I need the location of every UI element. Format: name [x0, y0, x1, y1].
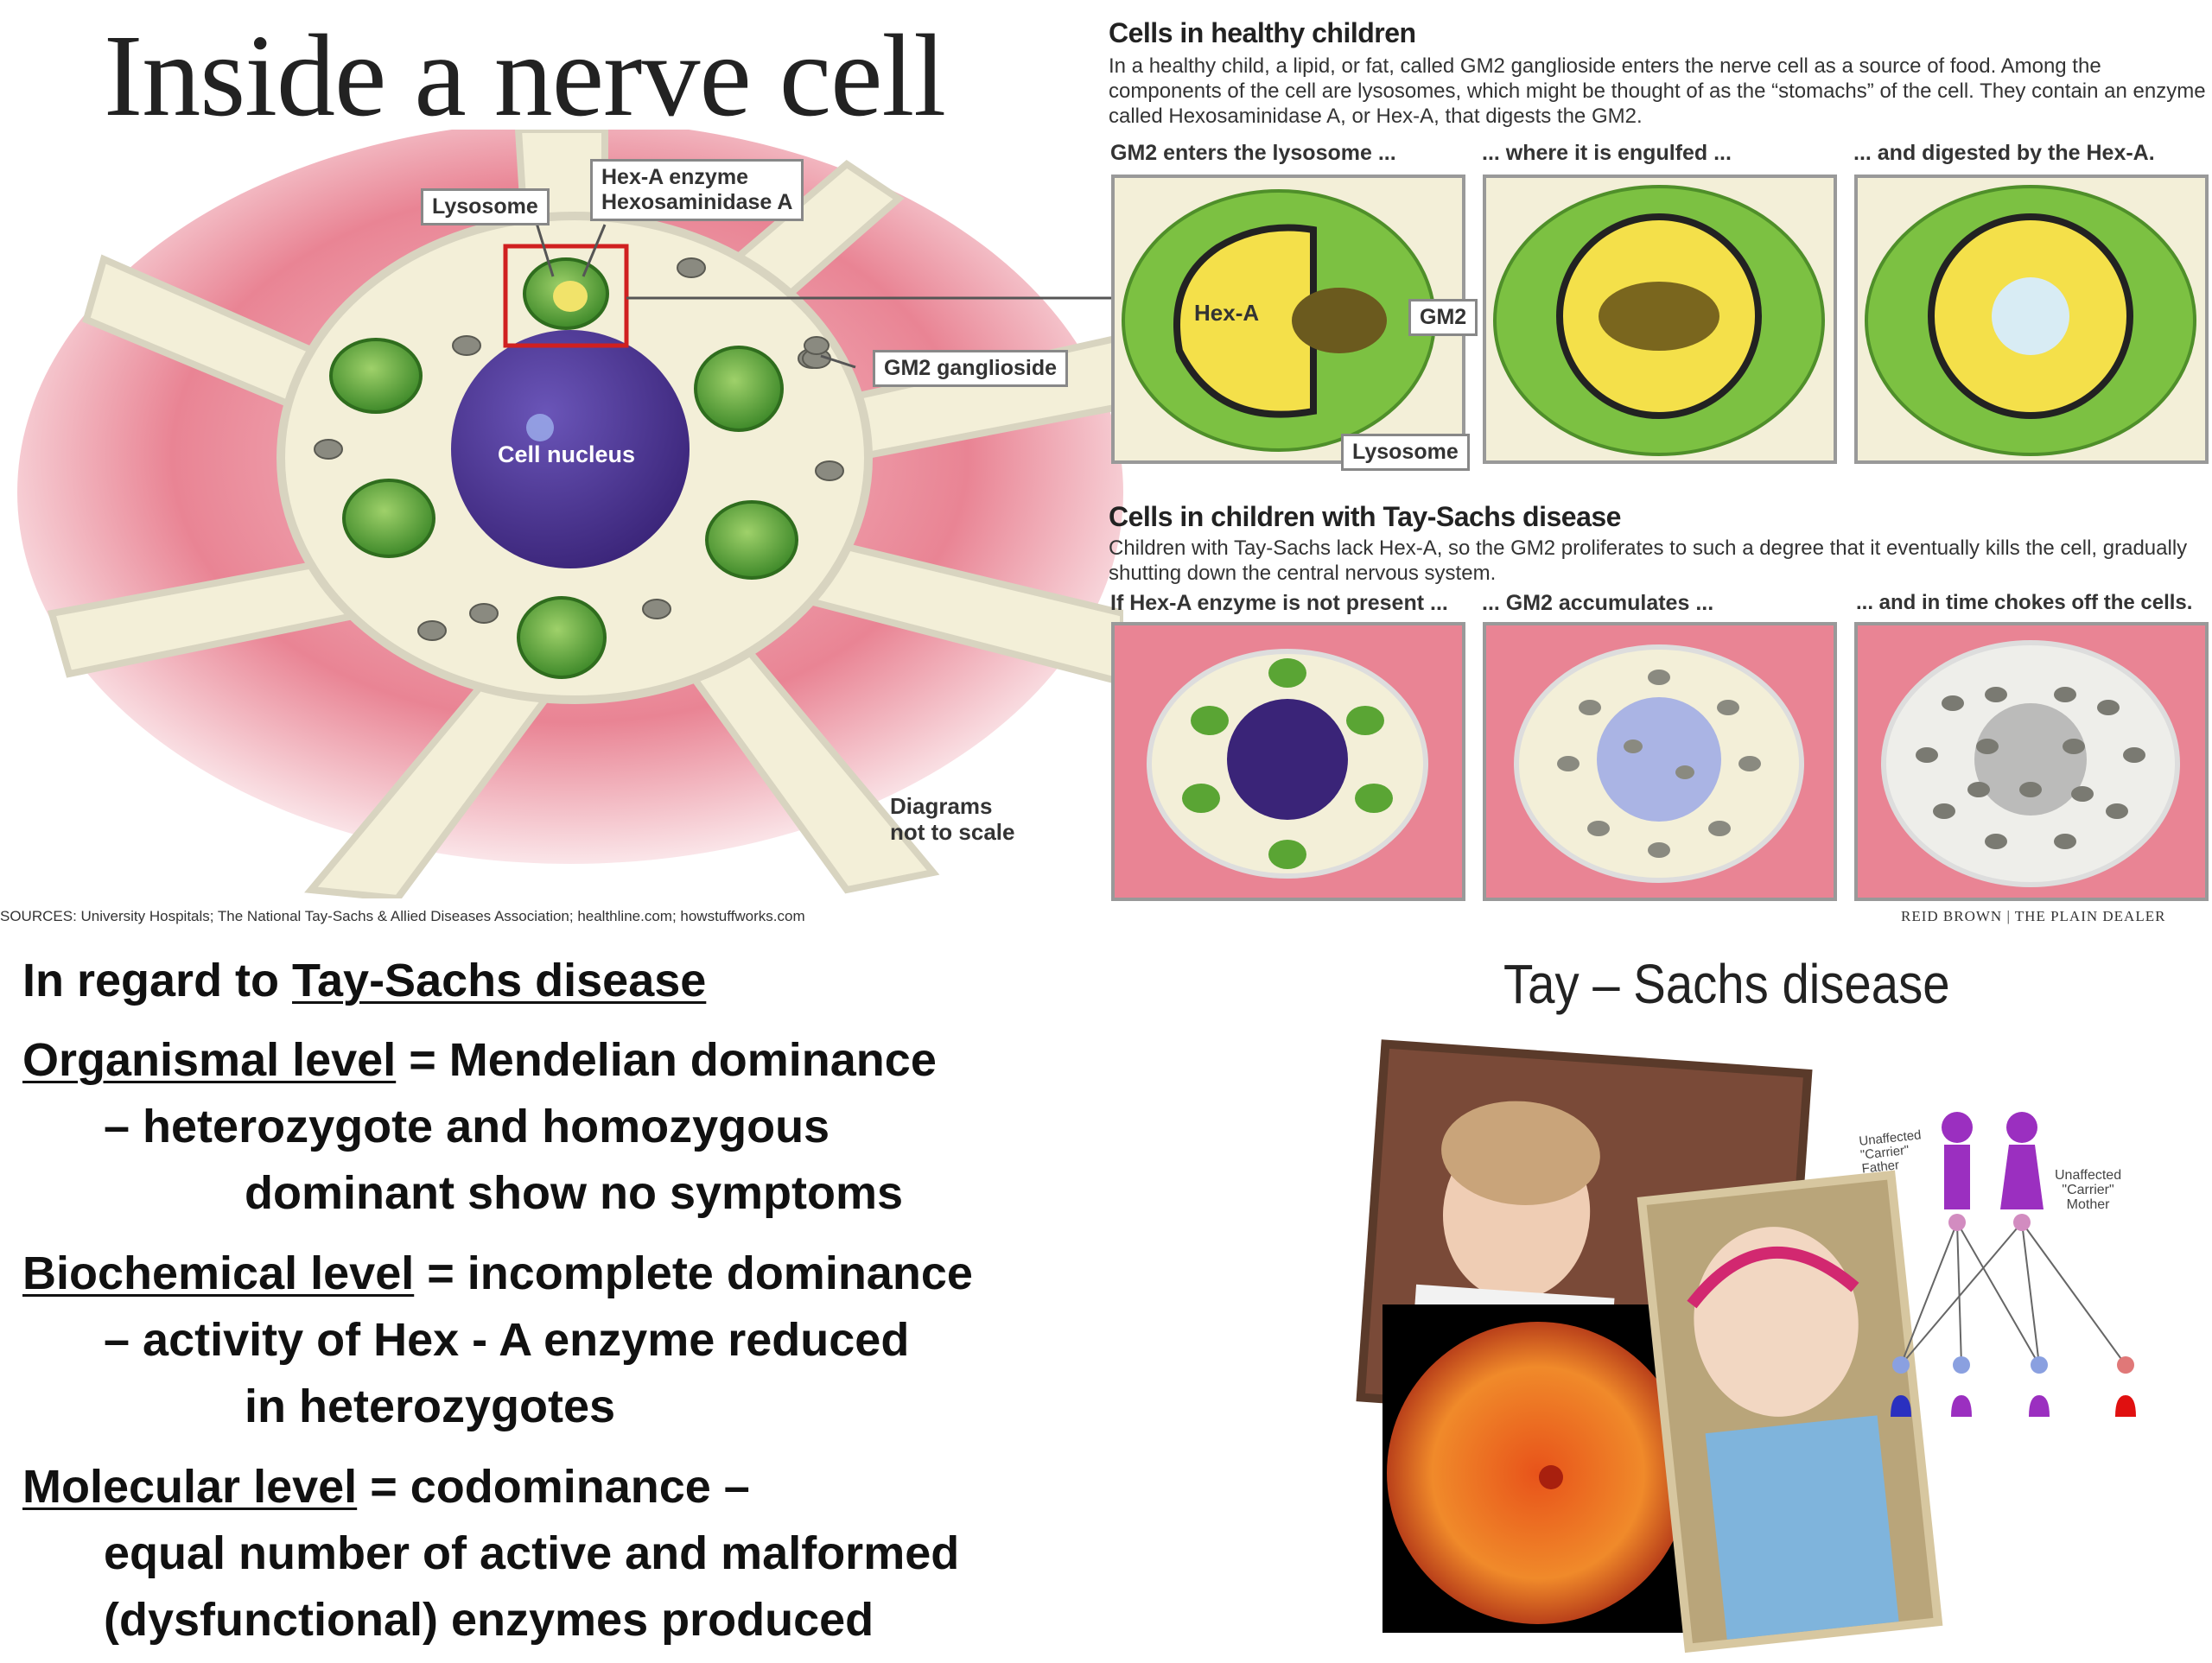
intro-line: In regard to Tay-Sachs disease [22, 957, 706, 1004]
pedigree-mother-line1: Unaffected [2055, 1168, 2122, 1183]
retina-photo [1382, 1304, 1702, 1633]
intro-term: Tay-Sachs disease [292, 955, 707, 1006]
taysachs-caption-2: ... GM2 accumulates ... [1482, 591, 1714, 615]
infographic-title: Inside a nerve cell [104, 11, 946, 141]
panel-gm2-label: GM2 [1408, 299, 1478, 336]
healthy-panel-2 [1483, 175, 1837, 464]
sources-line: SOURCES: University Hospitals; The Natio… [0, 908, 805, 924]
taysachs-panel-2 [1483, 622, 1837, 901]
taysachs-caption-3: ... and in time chokes off the cells. [1856, 591, 2193, 614]
hexa-callout-line2: Hexosaminidase A [601, 189, 793, 214]
healthy-caption-2: ... where it is engulfed ... [1482, 141, 1732, 165]
nucleus-label: Cell nucleus [498, 441, 636, 467]
panel-hexa-label: Hex-A [1194, 300, 1260, 326]
taysachs-panel-1 [1111, 622, 1465, 901]
healthy-panel-1 [1111, 175, 1465, 464]
organismal-term: Organismal level [22, 1034, 397, 1086]
healthy-title: Cells in healthy children [1109, 17, 1416, 48]
gm2-callout: GM2 ganglioside [873, 350, 1069, 387]
molecular-rest: = codominance – [357, 1461, 750, 1513]
organismal-line3: dominant show no symptoms [245, 1167, 904, 1219]
scale-note: Diagrams not to scale [890, 793, 1014, 845]
photo-title: Tay – Sachs disease [1503, 953, 1950, 1015]
molecular-line2: equal number of active and malformed [104, 1527, 960, 1579]
biochemical-line3: in heterozygotes [245, 1381, 616, 1432]
hexa-callout: Hex-A enzyme Hexosaminidase A [590, 159, 804, 221]
taysachs-description: Children with Tay-Sachs lack Hex-A, so t… [1109, 536, 2188, 585]
gm2-particles [314, 257, 844, 641]
scale-note-line1: Diagrams [890, 793, 993, 819]
lysosomes [329, 257, 798, 679]
taysachs-caption-1: If Hex-A enzyme is not present ... [1110, 591, 1448, 615]
biochemical-line: Biochemical level = incomplete dominance [22, 1250, 973, 1297]
photo-collage [1296, 1037, 2195, 1659]
pedigree-label-father: Unaffected "Carrier" Father [1859, 1127, 1925, 1176]
pedigree-mother-line3: Mother [2066, 1197, 2110, 1212]
organismal-line2: – heterozygote and homozygous [104, 1101, 830, 1152]
nerve-cell-svg [0, 121, 1127, 903]
organismal-line: Organismal level = Mendelian dominance [22, 1037, 937, 1083]
healthy-description: In a healthy child, a lipid, or fat, cal… [1109, 54, 2206, 128]
taysachs-title: Cells in children with Tay-Sachs disease [1109, 501, 1621, 532]
pedigree-chart [1891, 1112, 2136, 1417]
molecular-term: Molecular level [22, 1461, 358, 1513]
cell-nucleus [451, 330, 690, 568]
child-photo-2 [1637, 1170, 1943, 1653]
healthy-caption-3: ... and digested by the Hex-A. [1853, 141, 2155, 165]
highlight-box [503, 244, 629, 348]
pedigree-label-mother: Unaffected "Carrier" Mother [2055, 1168, 2121, 1212]
healthy-panel-3 [1854, 175, 2209, 464]
molecular-line3: (dysfunctional) enzymes produced [104, 1594, 874, 1646]
intro-prefix: In regard to [22, 955, 293, 1006]
credit-line: REID BROWN | THE PLAIN DEALER [1901, 908, 2166, 924]
nerve-cell-illustration [0, 121, 1127, 903]
taysachs-panel-3 [1854, 622, 2209, 901]
lysosome-callout: Lysosome [421, 188, 550, 225]
molecular-line: Molecular level = codominance – [22, 1463, 750, 1510]
organismal-rest: = Mendelian dominance [396, 1034, 937, 1086]
biochemical-term: Biochemical level [22, 1247, 415, 1299]
pedigree-mother-line2: "Carrier" [2062, 1183, 2114, 1197]
scale-note-line2: not to scale [890, 819, 1015, 845]
panel-lysosome-label: Lysosome [1341, 434, 1470, 471]
hexa-callout-line1: Hex-A enzyme [601, 165, 748, 189]
healthy-caption-1: GM2 enters the lysosome ... [1110, 141, 1396, 165]
biochemical-line2: – activity of Hex - A enzyme reduced [104, 1314, 910, 1366]
biochemical-rest: = incomplete dominance [414, 1247, 973, 1299]
collage-svg [1356, 1039, 2136, 1653]
